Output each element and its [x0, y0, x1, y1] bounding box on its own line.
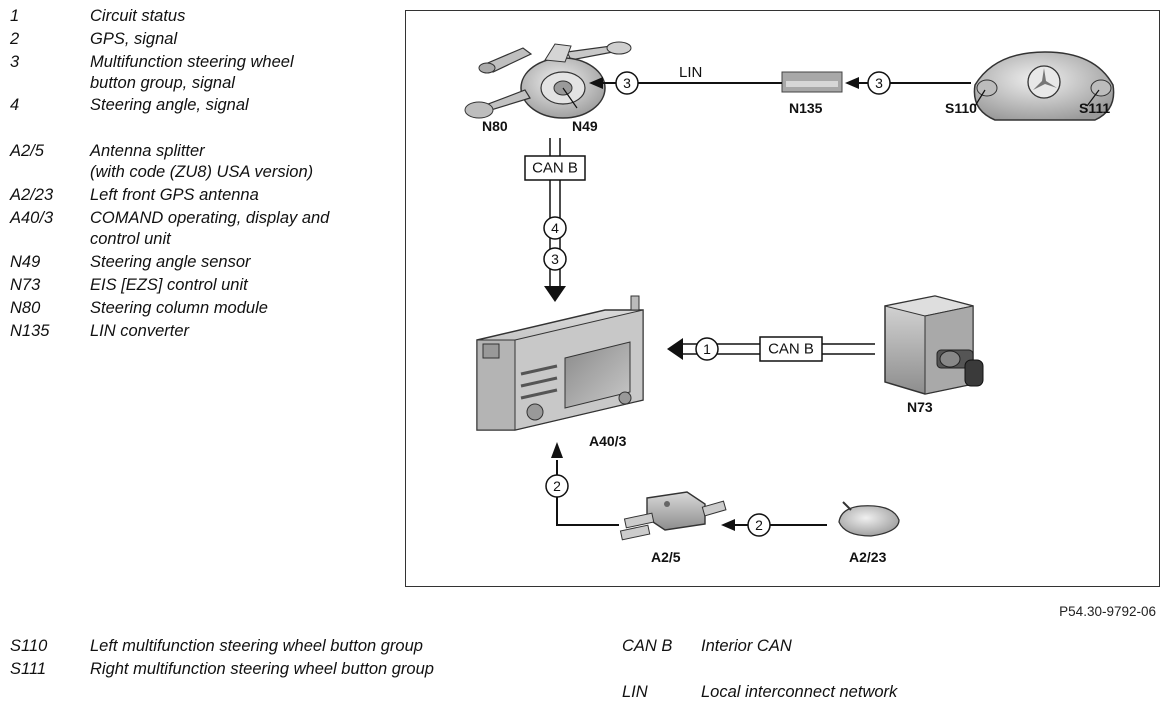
signal-number: 2: [755, 517, 763, 533]
legend-desc: Steering angle sensor: [90, 253, 251, 271]
component-label-n80: N80: [482, 118, 508, 134]
component-label-s110: S110: [945, 100, 977, 116]
s111-leader-line: [1086, 89, 1100, 107]
signal-number: 2: [553, 478, 561, 494]
comand-unit-image: [476, 295, 644, 431]
legend-desc: Steering angle, signal: [90, 96, 249, 114]
legend-desc: Multifunction steering wheel: [90, 53, 294, 71]
bus-box-can-vertical: [524, 155, 586, 181]
circuit-diagram: N80 N49 N135 S110 S111 LIN 3 3 CAN B 4 3: [464, 41, 1115, 565]
component-label-n135: N135: [789, 100, 823, 116]
signal-marker: [747, 513, 771, 537]
legend-desc: Antenna splitter: [90, 142, 205, 160]
legend-switches: S110 Left multifunction steering wheel b…: [10, 636, 570, 696]
legend-code: S111: [10, 660, 47, 678]
legend-desc: GPS, signal: [90, 30, 178, 48]
bus-box-can-horizontal: [759, 336, 823, 362]
gps-antenna-image: [838, 501, 900, 537]
component-label-n73: N73: [907, 399, 933, 415]
eis-control-unit-image: [884, 295, 984, 395]
legend-code: 4: [10, 96, 20, 114]
n49-leader-line: [562, 87, 578, 109]
legend-buses: CAN B Interior CAN LIN Local interconnec…: [622, 636, 1162, 706]
signal-number: 1: [703, 341, 711, 357]
legend-desc-continued: control unit: [90, 230, 171, 248]
reference-number: P54.30-9792-06: [1059, 604, 1156, 619]
bus-label-lin: LIN: [679, 64, 702, 81]
lin-arrowhead: [589, 77, 603, 89]
legend-code: A2/23: [10, 186, 54, 204]
gps-vertical-arrowhead: [551, 442, 563, 458]
legend-desc: Left front GPS antenna: [90, 186, 259, 204]
signal-number: 3: [623, 75, 631, 91]
signal-marker: [543, 216, 567, 240]
signal-marker: [867, 71, 891, 95]
legend-desc: COMAND operating, display and: [90, 209, 330, 227]
legend-desc: Right multifunction steering wheel butto…: [90, 660, 434, 678]
legend-code: LIN: [622, 683, 648, 701]
legend-code: 2: [10, 30, 20, 48]
steering-column-module-image: [464, 41, 632, 119]
bus-label-can-vertical: CAN B: [532, 160, 578, 177]
legend-code: N73: [10, 276, 41, 294]
legend-code: CAN B: [622, 637, 673, 655]
s110-leader-line: [974, 89, 986, 107]
component-label-n49: N49: [572, 118, 598, 134]
legend-desc: Left multifunction steering wheel button…: [90, 637, 423, 655]
signal-marker: [545, 474, 569, 498]
legend-code: 3: [10, 53, 20, 71]
signal-number: 4: [551, 220, 559, 236]
component-label-s111: S111: [1079, 100, 1110, 116]
signal-number: 3: [551, 251, 559, 267]
legend-desc: Circuit status: [90, 7, 186, 25]
legend-code: N135: [10, 322, 50, 340]
signal-marker: [615, 71, 639, 95]
legend-code: N80: [10, 299, 41, 317]
can-vertical-arrowhead: [544, 286, 566, 302]
legend-desc-continued: (with code (ZU8) USA version): [90, 163, 314, 181]
steering-wheel-image: [973, 51, 1115, 121]
signal-marker: [543, 247, 567, 271]
can-horizontal-arrowhead: [667, 338, 683, 360]
component-label-a2-23: A2/23: [849, 549, 887, 565]
legend-code: 1: [10, 7, 20, 25]
signal-number: 3: [875, 75, 883, 91]
legend-code: A40/3: [10, 209, 54, 227]
bus-label-can-horizontal: CAN B: [768, 341, 814, 358]
legend-abbreviations: 1 Circuit status 2 GPS, signal 3 Multifu…: [10, 6, 400, 346]
antenna-splitter-image: [619, 491, 727, 541]
legend-code: S110: [10, 637, 48, 655]
wheel-signal-arrowhead: [845, 77, 859, 89]
legend-desc: LIN converter: [90, 322, 190, 340]
component-label-a2-5: A2/5: [651, 549, 681, 565]
legend-desc: Interior CAN: [701, 637, 792, 655]
legend-desc: EIS [EZS] control unit: [90, 276, 248, 294]
diagram-frame: [405, 10, 1160, 587]
legend-code: A2/5: [10, 142, 44, 160]
lin-converter-image: [781, 71, 843, 93]
component-label-a40-3: A40/3: [589, 433, 627, 449]
signal-marker: [695, 337, 719, 361]
gps-horizontal-arrowhead: [721, 519, 735, 531]
legend-desc: Steering column module: [90, 299, 268, 317]
legend-code: N49: [10, 253, 41, 271]
legend-desc-continued: button group, signal: [90, 74, 235, 92]
legend-desc: Local interconnect network: [701, 683, 898, 701]
